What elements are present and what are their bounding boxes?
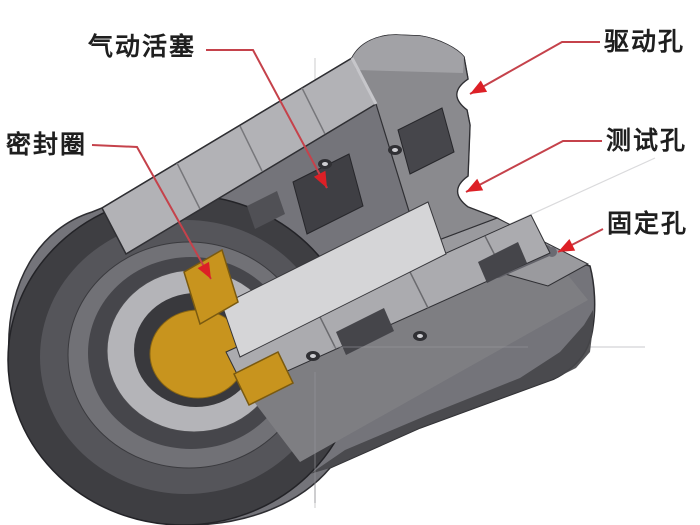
label-seal-ring: 密封圈 xyxy=(6,131,88,159)
leader-seal-ring xyxy=(91,144,212,280)
label-drive-hole: 驱动孔 xyxy=(604,28,686,56)
body-underside-shading xyxy=(310,310,593,474)
o-ring-1-center xyxy=(322,162,328,166)
label-test-hole: 测试孔 xyxy=(606,127,688,155)
cavity-lower-1 xyxy=(336,308,394,355)
o-ring-details xyxy=(306,145,427,361)
seal-lower xyxy=(233,350,294,407)
cavity-rear xyxy=(397,107,455,175)
rear-block-top-highlight xyxy=(352,35,464,73)
label-pneumatic-piston: 气动活塞 xyxy=(88,33,197,61)
upper-band-step-2 xyxy=(239,125,263,172)
upper-band-step-3 xyxy=(301,87,326,135)
o-ring-2-center xyxy=(392,148,398,152)
piston-rod-shaft xyxy=(221,201,447,358)
lower-band-step-2 xyxy=(408,269,429,309)
cylinder-assembly xyxy=(7,34,596,525)
o-ring-4-center xyxy=(417,334,423,338)
arrowhead-test-hole xyxy=(466,178,484,192)
body-mid-face xyxy=(245,253,588,462)
cavity-lower-2 xyxy=(478,242,527,283)
upper-band-step-1 xyxy=(176,162,201,210)
arrowhead-pneumatic-piston xyxy=(313,170,327,188)
arrowhead-fixing-hole xyxy=(558,239,576,252)
internal-cavities xyxy=(247,107,527,355)
leader-pneumatic-piston xyxy=(206,49,328,189)
block-cut-edge xyxy=(350,57,378,105)
label-fixing-hole: 固定孔 xyxy=(607,210,689,238)
cavity-left-slot xyxy=(247,191,285,229)
seal-upper xyxy=(183,248,239,326)
leader-test-hole xyxy=(465,140,602,193)
annotations xyxy=(91,41,604,280)
arrowhead-seal-ring xyxy=(197,261,211,279)
arrowhead-drive-hole xyxy=(470,80,488,94)
fixing-hole-notch xyxy=(547,247,557,257)
o-ring-3-center xyxy=(310,354,316,358)
leader-drive-hole xyxy=(469,41,600,95)
